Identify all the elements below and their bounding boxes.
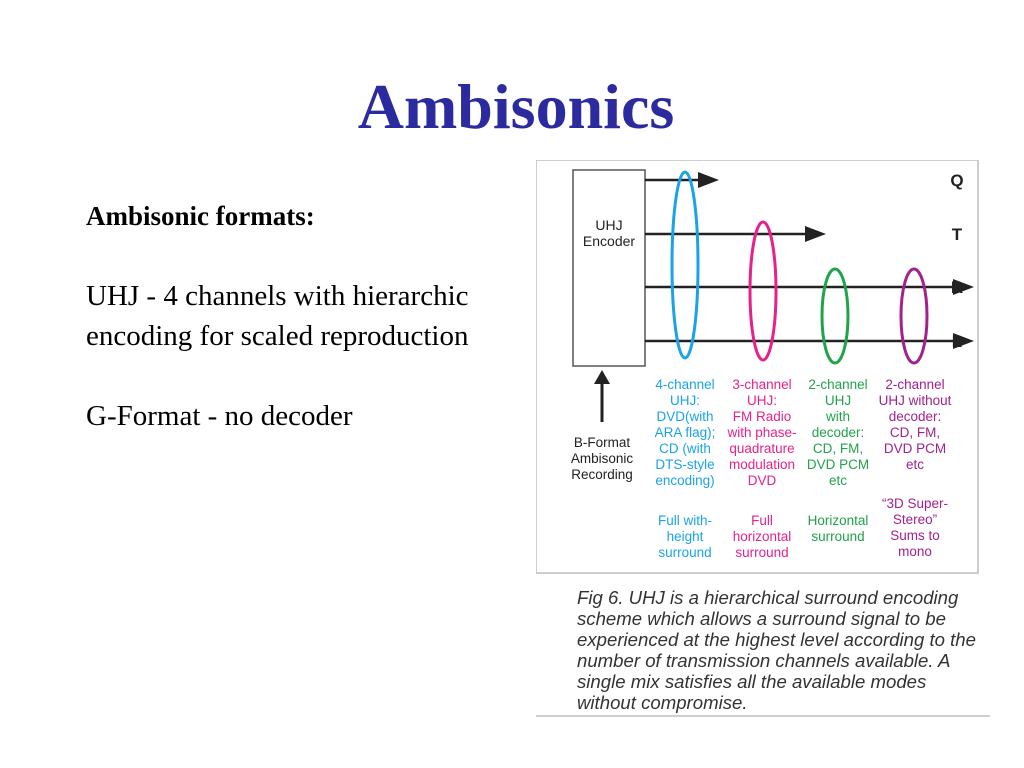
formats-heading: Ambisonic formats: xyxy=(86,201,315,231)
format-ellipse-3 xyxy=(820,267,850,365)
format-result-3: Horizontal xyxy=(808,513,869,528)
format-desc-1: encoding) xyxy=(655,473,714,488)
format-result-4: Stereo” xyxy=(893,512,937,527)
format-desc-2: 3-channel xyxy=(732,377,791,392)
format-desc-3: 2-channel xyxy=(808,377,867,392)
channel-label-t: T xyxy=(952,225,963,244)
format-desc-2: with phase- xyxy=(726,425,796,440)
channel-label-l: L xyxy=(952,332,962,351)
source-label: Ambisonic xyxy=(571,451,634,466)
source-label: B-Format xyxy=(574,435,631,450)
source-label: Recording xyxy=(571,467,633,482)
channel-arrow-l xyxy=(953,333,974,349)
format-desc-1: 4-channel xyxy=(655,377,714,392)
slide-title: Ambisonics xyxy=(357,71,675,142)
format-desc-1: DVD(with xyxy=(656,409,713,424)
format-result-4: mono xyxy=(898,544,932,559)
format-result-2: Full xyxy=(751,513,773,528)
format-result-4: “3D Super- xyxy=(882,496,948,511)
format-desc-4: decoder: xyxy=(889,409,942,424)
channel-arrow-r xyxy=(953,279,974,295)
format-desc-4: etc xyxy=(906,457,924,472)
g-format-description: G-Format - no decoder xyxy=(86,400,353,432)
format-desc-1: DTS-style xyxy=(655,457,714,472)
format-desc-4: DVD PCM xyxy=(884,441,946,456)
format-desc-3: decoder: xyxy=(812,425,865,440)
figure-caption: Fig 6. UHJ is a hierarchical surround en… xyxy=(577,587,976,713)
channel-arrow-t xyxy=(805,226,826,242)
format-desc-2: DVD xyxy=(748,473,777,488)
channel-arrow-q xyxy=(698,172,719,188)
format-desc-3: CD, FM, xyxy=(813,441,863,456)
format-desc-2: UHJ: xyxy=(747,393,777,408)
format-ellipse-2 xyxy=(748,220,778,362)
format-desc-1: CD (with xyxy=(659,441,711,456)
encoder-label-1: UHJ xyxy=(595,217,622,233)
format-desc-4: CD, FM, xyxy=(890,425,940,440)
format-desc-1: UHJ: xyxy=(670,393,700,408)
slide-body: Ambisonic formats: UHJ - 4 channels with… xyxy=(86,196,516,476)
format-result-1: height xyxy=(667,529,704,544)
format-desc-2: quadrature xyxy=(729,441,794,456)
input-arrow-head xyxy=(594,370,610,384)
caption-rule xyxy=(536,715,990,717)
format-result-2: surround xyxy=(735,545,788,560)
format-result-1: surround xyxy=(658,545,711,560)
channel-label-r: R xyxy=(951,278,963,297)
format-desc-2: FM Radio xyxy=(733,409,792,424)
uhj-description: UHJ - 4 channels with hierarchic encodin… xyxy=(86,280,469,352)
format-desc-3: etc xyxy=(829,473,847,488)
format-desc-3: with xyxy=(825,409,850,424)
format-result-1: Full with- xyxy=(658,513,712,528)
format-result-3: surround xyxy=(811,529,864,544)
format-desc-4: 2-channel xyxy=(885,377,944,392)
format-desc-1: ARA flag); xyxy=(655,425,716,440)
format-desc-2: modulation xyxy=(729,457,795,472)
format-result-4: Sums to xyxy=(890,528,940,543)
format-ellipse-4 xyxy=(899,267,929,365)
channel-label-q: Q xyxy=(950,171,963,190)
format-ellipse-1 xyxy=(670,170,700,360)
format-desc-3: UHJ xyxy=(825,393,851,408)
format-desc-4: UHJ without xyxy=(879,393,952,408)
format-desc-3: DVD PCM xyxy=(807,457,869,472)
format-result-2: horizontal xyxy=(733,529,792,544)
encoder-label-2: Encoder xyxy=(583,233,635,249)
uhj-diagram: UHJ Encoder QTRL4-channelUHJ:DVD(withARA… xyxy=(536,160,979,574)
encoder-box xyxy=(572,169,646,367)
